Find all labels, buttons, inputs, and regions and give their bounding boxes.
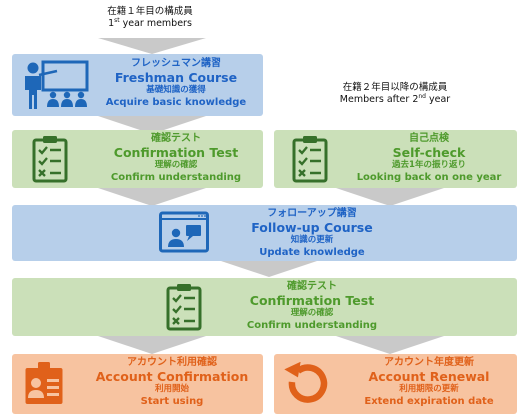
freshman-course-box: フレッシュマン講習 Freshman Course 基礎知識の獲得 Acquir… — [12, 54, 263, 116]
arrow-confirmation-to-account-confirm — [98, 336, 206, 354]
confirmation2-title-en: Confirmation Test — [249, 293, 375, 308]
self-check-text: 自己点検 Self-check 過去1年の振り返り Looking back o… — [344, 132, 514, 184]
first-year-note: 在籍１年目の構成員 1st year members — [60, 6, 240, 30]
account-confirm-sub-en: Start using — [140, 396, 204, 407]
id-card-icon — [24, 362, 64, 406]
checklist-icon — [166, 283, 202, 331]
arrow-confirmation-to-account-renew — [336, 336, 444, 354]
follow-up-course-box: フォローアップ講習 Follow-up Course 知識の更新 Update … — [12, 205, 517, 261]
first-year-note-en: 1st year members — [108, 16, 192, 29]
teacher-presentation-icon — [19, 59, 91, 111]
freshman-sub-jp: 基礎知識の獲得 — [146, 85, 206, 95]
account-confirm-title-jp: アカウント利用確認 — [127, 357, 217, 368]
confirmation1-title-jp: 確認テスト — [151, 133, 201, 144]
selfcheck-sub-en: Looking back on one year — [356, 172, 502, 183]
selfcheck-title-en: Self-check — [392, 145, 466, 160]
confirmation-test-text-1: 確認テスト Confirmation Test 理解の確認 Confirm un… — [92, 132, 260, 184]
account-renewal-box: アカウント年度更新 Account Renewal 利用期限の更新 Extend… — [274, 354, 517, 414]
account-renewal-text: アカウント年度更新 Account Renewal 利用期限の更新 Extend… — [344, 356, 514, 408]
first-year-note-jp: 在籍１年目の構成員 — [107, 6, 193, 17]
selfcheck-sub-jp: 過去1年の振り返り — [392, 160, 466, 170]
freshman-course-text: フレッシュマン講習 Freshman Course 基礎知識の獲得 Acquir… — [92, 57, 260, 109]
account-confirmation-box: アカウント利用確認 Account Confirmation 利用開始 Star… — [12, 354, 263, 414]
confirmation1-sub-en: Confirm understanding — [110, 172, 242, 183]
self-check-box: 自己点検 Self-check 過去1年の振り返り Looking back o… — [274, 130, 517, 188]
followup-sub-jp: 知識の更新 — [290, 235, 334, 245]
video-lecture-icon — [159, 211, 209, 255]
checklist-icon — [292, 135, 328, 183]
account-confirm-sub-jp: 利用開始 — [154, 384, 189, 394]
confirmation1-sub-jp: 理解の確認 — [154, 160, 198, 170]
confirmation-test-box-2: 確認テスト Confirmation Test 理解の確認 Confirm un… — [12, 278, 517, 336]
followup-title-jp: フォローアップ講習 — [267, 208, 357, 219]
freshman-sub-en: Acquire basic knowledge — [105, 97, 247, 108]
checklist-icon — [32, 135, 68, 183]
confirmation2-title-jp: 確認テスト — [287, 281, 337, 292]
arrow-followup-to-confirmation — [215, 259, 323, 277]
followup-title-en: Follow-up Course — [251, 220, 373, 235]
after-second-year-note-jp: 在籍２年目以降の構成員 — [342, 82, 448, 93]
arrow-selfcheck-to-followup — [336, 188, 444, 206]
account-confirm-title-en: Account Confirmation — [95, 369, 249, 384]
account-renew-title-jp: アカウント年度更新 — [384, 357, 474, 368]
arrow-confirmation-to-followup — [98, 188, 206, 206]
confirmation2-sub-en: Confirm understanding — [246, 320, 378, 331]
selfcheck-title-jp: 自己点検 — [409, 133, 449, 144]
account-renew-sub-jp: 利用期限の更新 — [399, 384, 459, 394]
freshman-title-en: Freshman Course — [114, 70, 238, 85]
after-second-year-note: 在籍２年目以降の構成員 Members after 2nd year — [300, 82, 490, 106]
follow-up-course-text: フォローアップ講習 Follow-up Course 知識の更新 Update … — [212, 207, 412, 259]
followup-sub-en: Update knowledge — [259, 247, 365, 258]
confirmation1-title-en: Confirmation Test — [113, 145, 239, 160]
arrow-start-to-freshman — [98, 38, 206, 54]
account-confirmation-text: アカウント利用確認 Account Confirmation 利用開始 Star… — [82, 356, 262, 408]
account-renew-title-en: Account Renewal — [368, 369, 490, 384]
confirmation-test-box-1: 確認テスト Confirmation Test 理解の確認 Confirm un… — [12, 130, 263, 188]
freshman-title-jp: フレッシュマン講習 — [131, 58, 221, 69]
after-second-year-note-en: Members after 2nd year — [339, 92, 451, 105]
account-renew-sub-en: Extend expiration date — [364, 396, 494, 407]
confirmation-test-text-2: 確認テスト Confirmation Test 理解の確認 Confirm un… — [212, 280, 412, 332]
confirmation2-sub-jp: 理解の確認 — [290, 308, 334, 318]
renew-arrow-icon — [284, 362, 328, 408]
